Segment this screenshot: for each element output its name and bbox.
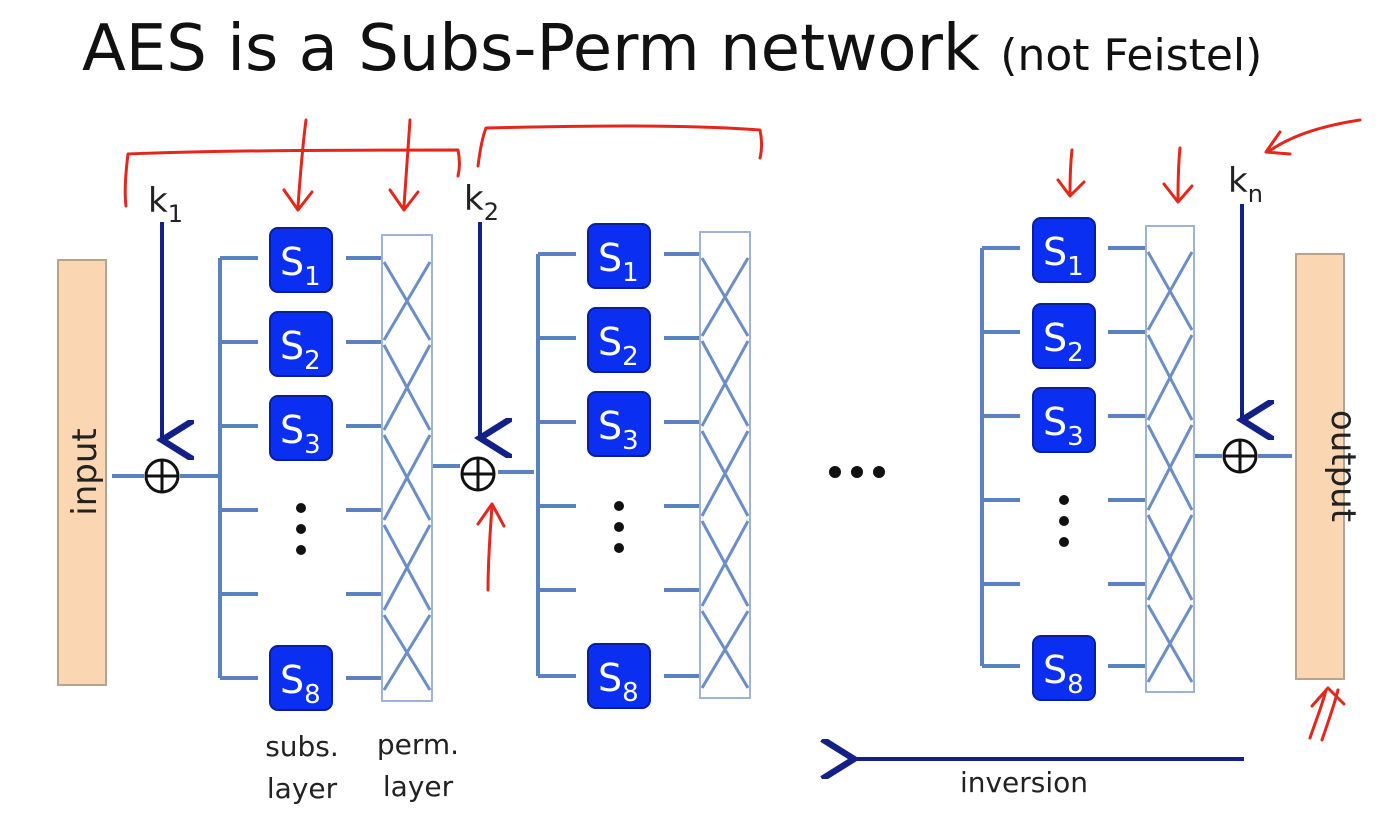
svg-text:S8: S8 bbox=[280, 658, 321, 710]
input-box: input bbox=[57, 259, 107, 686]
svg-text:S2: S2 bbox=[1043, 316, 1084, 368]
sbox-ellipsis bbox=[296, 503, 306, 555]
perm-layer-2 bbox=[699, 231, 751, 699]
rounds-ellipsis bbox=[829, 466, 885, 478]
svg-text:S3: S3 bbox=[598, 404, 639, 456]
sbox-3: S3 bbox=[1032, 387, 1096, 453]
svg-text:subs.: subs. bbox=[265, 730, 339, 763]
svg-text:k2: k2 bbox=[464, 179, 499, 226]
key-n: kn bbox=[1228, 161, 1263, 420]
svg-text:kn: kn bbox=[1228, 161, 1263, 208]
sbox-1: S1 bbox=[587, 223, 651, 289]
subs-layer-caption: subs. layer bbox=[265, 730, 339, 805]
output-box: output bbox=[1295, 253, 1363, 680]
round-2: S1 S2 S3 S8 bbox=[498, 223, 751, 709]
svg-text:S2: S2 bbox=[280, 324, 321, 376]
svg-text:k1: k1 bbox=[148, 181, 183, 228]
svg-text:layer: layer bbox=[383, 770, 454, 803]
sbox-2: S2 bbox=[1032, 303, 1096, 369]
perm-layer-caption: perm. layer bbox=[377, 728, 459, 803]
perm-layer-n bbox=[1145, 225, 1195, 693]
sbox-3: S3 bbox=[269, 395, 333, 461]
svg-text:S8: S8 bbox=[598, 656, 639, 708]
key-1: k1 bbox=[148, 181, 183, 440]
sbox-8: S8 bbox=[269, 645, 333, 711]
svg-text:layer: layer bbox=[267, 772, 338, 805]
xor-2 bbox=[460, 456, 496, 492]
inversion-label: inversion bbox=[960, 766, 1088, 799]
slide-title: AES is a Subs-Perm network (not Feistel) bbox=[82, 12, 1262, 86]
perm-layer-1 bbox=[381, 234, 433, 702]
inversion-arrow: inversion bbox=[854, 759, 1244, 799]
sbox-2: S2 bbox=[587, 307, 651, 373]
svg-text:S2: S2 bbox=[598, 320, 639, 372]
svg-text:perm.: perm. bbox=[377, 728, 459, 761]
svg-text:S3: S3 bbox=[1043, 400, 1084, 452]
sbox-2: S2 bbox=[269, 311, 333, 377]
xor-n bbox=[1222, 438, 1258, 474]
output-label: output bbox=[1323, 410, 1363, 522]
title-main: AES is a Subs-Perm network bbox=[82, 12, 980, 86]
red-annotations bbox=[123, 118, 1362, 742]
svg-text:S1: S1 bbox=[1043, 230, 1084, 282]
sbox-8: S8 bbox=[1032, 635, 1096, 701]
sbox-1: S1 bbox=[1032, 217, 1096, 283]
input-label: input bbox=[65, 428, 105, 515]
sbox-ellipsis bbox=[1059, 495, 1069, 547]
round-n: S1 S2 S3 S8 bbox=[980, 217, 1292, 701]
svg-text:S3: S3 bbox=[280, 408, 321, 460]
svg-text:S1: S1 bbox=[598, 236, 639, 288]
sbox-3: S3 bbox=[587, 391, 651, 457]
round-1: S1 S2 S3 S8 bbox=[112, 227, 460, 711]
sbox-1: S1 bbox=[269, 227, 333, 293]
xor-1 bbox=[144, 458, 180, 494]
svg-text:S8: S8 bbox=[1043, 648, 1084, 700]
sbox-ellipsis bbox=[614, 501, 624, 553]
title-aside: (not Feistel) bbox=[1000, 30, 1263, 81]
svg-text:S1: S1 bbox=[280, 240, 321, 292]
sbox-8: S8 bbox=[587, 643, 651, 709]
key-2: k2 bbox=[464, 179, 499, 438]
